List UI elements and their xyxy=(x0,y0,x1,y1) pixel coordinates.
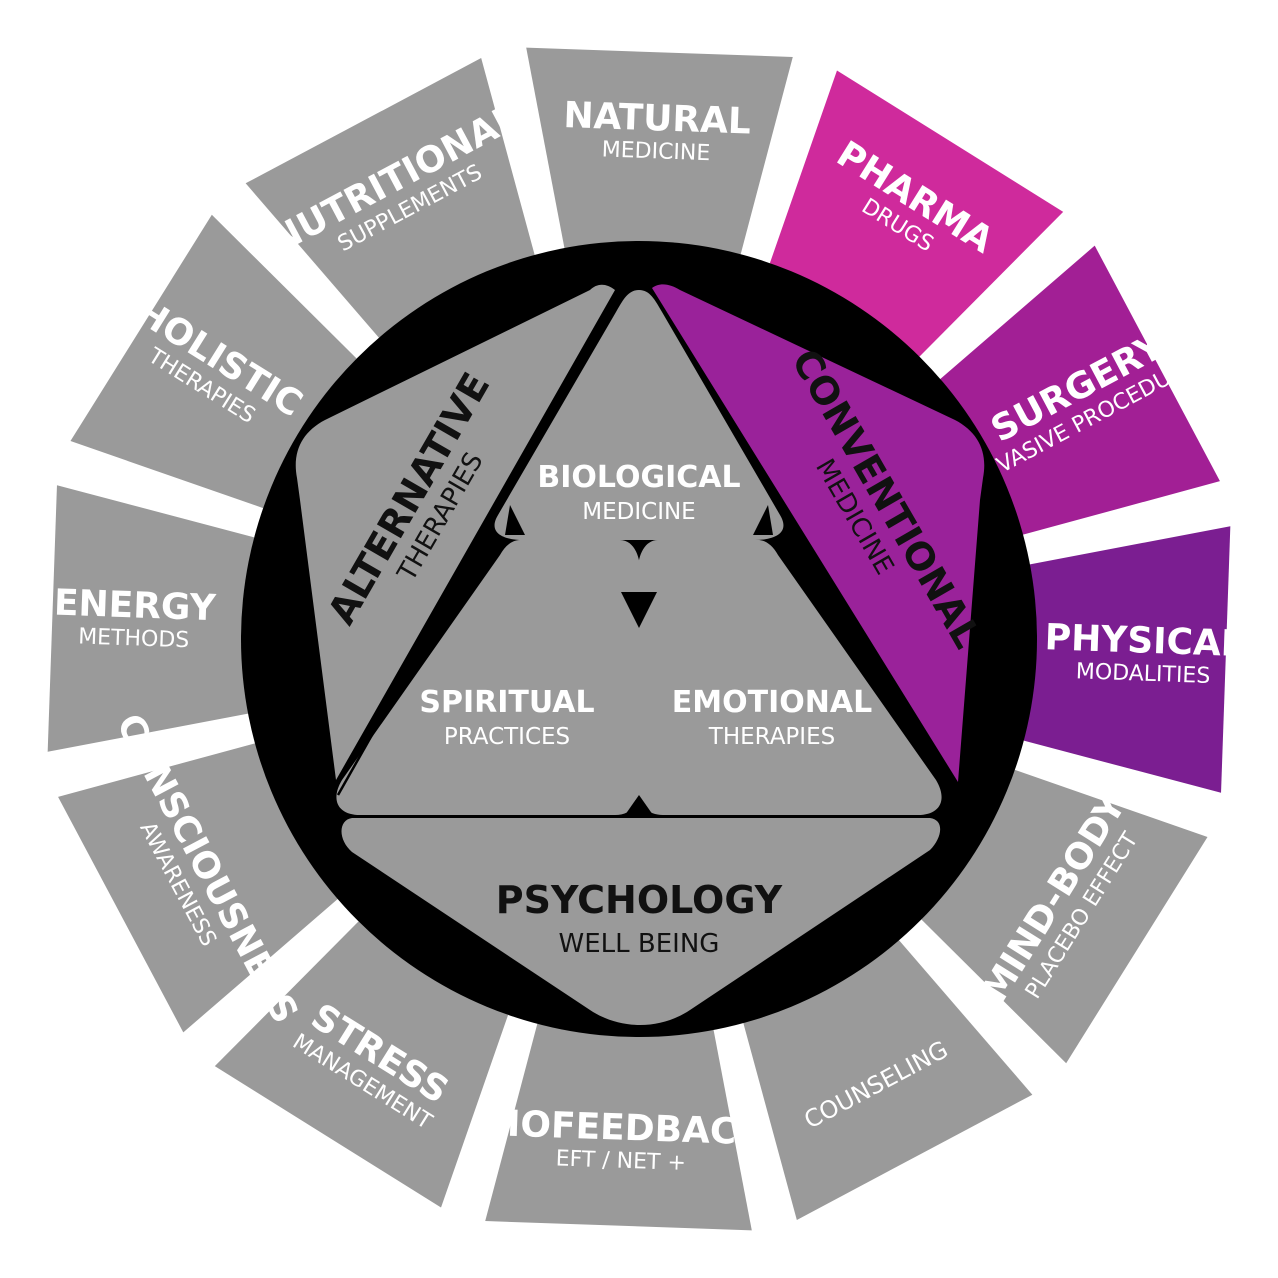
outer-segment-counseling xyxy=(743,940,1033,1220)
alternative-panel xyxy=(295,284,615,780)
psychology-label: PSYCHOLOGY xyxy=(496,878,783,922)
outer-segment-physical xyxy=(1023,526,1231,793)
outer-segment-label: BIOFEEDBACK xyxy=(479,1103,766,1154)
biological-sublabel: MEDICINE xyxy=(582,499,695,525)
left-divider-line xyxy=(336,292,624,796)
outer-segment-label: NATURAL xyxy=(563,95,752,143)
outer-segment-natural xyxy=(526,47,793,255)
center-notch xyxy=(621,592,657,628)
emotional-sublabel: THERAPIES xyxy=(708,724,835,750)
bottom-notch xyxy=(625,795,653,815)
outer-segment-stress xyxy=(214,921,509,1208)
spiritual-sublabel: PRACTICES xyxy=(444,724,570,750)
outer-segment-energy xyxy=(47,485,255,752)
outer-ring xyxy=(47,47,1231,1231)
outer-segment-holistic xyxy=(70,214,357,509)
outer-segment-consciousness xyxy=(58,743,338,1033)
emotional-label: EMOTIONAL xyxy=(672,685,872,720)
outer-segment-sublabel: MEDICINE xyxy=(601,137,710,166)
outer-segment-sublabel: METHODS xyxy=(78,624,190,653)
emotional-lobe xyxy=(638,540,942,815)
outer-segment-label: PHYSICAL xyxy=(1044,617,1244,665)
outer-segment-pharma xyxy=(769,70,1064,357)
spiritual-label: SPIRITUAL xyxy=(419,685,594,720)
conventional-panel xyxy=(652,284,985,782)
outer-segment-mind-body xyxy=(921,769,1208,1064)
outer-segment-biofeedback xyxy=(485,1023,752,1231)
outer-segment-sublabel: EFT / NET + xyxy=(555,1146,686,1176)
outer-segment-sublabel: MODALITIES xyxy=(1075,659,1210,689)
outer-segment-surgery xyxy=(940,245,1220,535)
left-notch xyxy=(505,505,525,535)
biological-label: BIOLOGICAL xyxy=(537,460,740,495)
psychology-panel xyxy=(341,818,941,1025)
right-notch xyxy=(753,505,773,535)
outer-segment-nutritional xyxy=(245,58,535,338)
outer-segment-label: ENERGY xyxy=(53,583,217,630)
psychology-sublabel: WELL BEING xyxy=(559,929,720,959)
biological-lobe xyxy=(494,290,784,540)
spiritual-lobe xyxy=(336,540,640,815)
